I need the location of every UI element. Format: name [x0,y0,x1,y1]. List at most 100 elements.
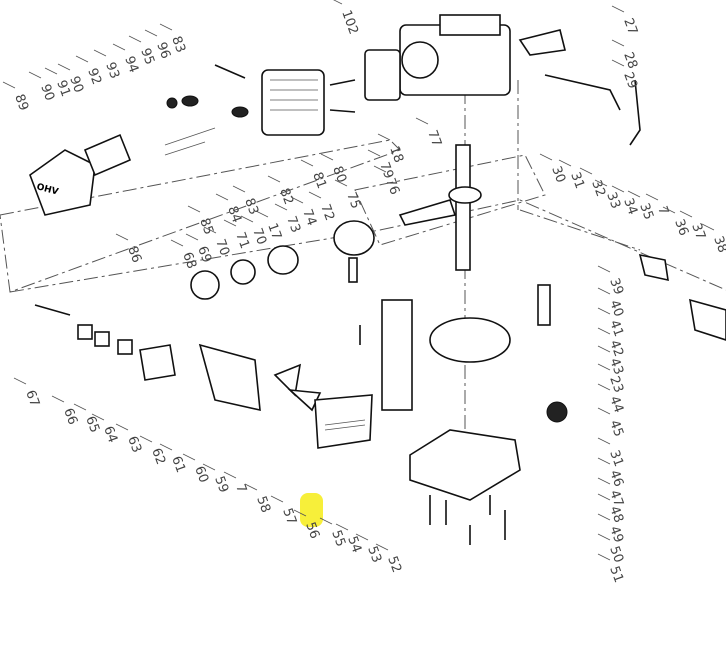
part-label-52: 52 [384,554,404,575]
leader-line [597,457,611,465]
part-label-61: 61 [168,454,188,475]
part-label-40: 40 [606,298,626,319]
part-label-69: 69 [194,244,214,265]
part-label-79: 79 [376,160,396,181]
leader-line [223,471,237,479]
leader-line [159,23,173,31]
part-label-55: 55 [328,528,348,549]
leader-line [215,193,229,201]
leader-line [334,179,348,187]
air-filter-cover [314,394,373,449]
leader-line [139,435,153,443]
leader-line [558,159,572,167]
crankshaft [398,144,482,271]
leader-line [93,49,107,57]
part-label-59: 59 [211,474,231,495]
part-label-32: 32 [588,178,608,199]
part-label-50: 50 [606,544,626,565]
cover-grille [324,419,366,431]
leader-line [597,345,611,353]
leader-line [274,203,288,211]
part-label-38: 38 [710,234,726,255]
part-label-46: 46 [606,468,626,489]
throttle-rod [544,74,621,111]
leader-line [611,5,625,13]
part-label-45: 45 [606,418,626,439]
part-label-67: 67 [22,388,42,409]
leader-line [333,0,343,5]
part-label-29: 29 [620,70,640,91]
leader-line [182,453,196,461]
part-label-27: 27 [620,16,640,37]
leader-line [597,407,611,415]
air-filter-element [273,363,302,397]
control-plate [689,298,726,341]
part-label-82: 82 [276,186,296,207]
leader-line [579,167,593,175]
part-label-81: 81 [309,170,329,191]
carburetor [139,344,176,381]
gasket [77,324,93,340]
bracket [518,29,566,56]
part-label-60: 60 [191,464,211,485]
part-label-53: 53 [364,544,384,565]
part-label-57: 57 [279,506,299,527]
highlight-marker [300,493,323,527]
leader-line [115,423,129,431]
leader-line [597,533,611,541]
valve-spring [181,95,199,107]
part-label-39: 39 [606,276,626,297]
leader-line [240,215,254,223]
part-label-37: 37 [688,221,708,242]
valves [329,79,356,113]
part-label-7: 7 [654,204,671,217]
leader-line [597,287,611,295]
leader-line [255,210,269,218]
leader-line [320,153,334,161]
crankcase-cover [381,284,568,501]
part-label-94: 94 [121,54,141,75]
part-label-28: 28 [620,50,640,71]
part-label-92: 92 [84,66,104,87]
leader-line [597,437,611,445]
part-label-62: 62 [148,446,168,467]
part-label-96: 96 [153,40,173,61]
leader-line [597,553,611,561]
leader-line [662,206,676,214]
leader-line [373,165,387,173]
leader-line [203,226,217,234]
part-label-51: 51 [606,564,626,585]
insulator [94,331,110,347]
part-label-64: 64 [100,424,120,445]
leader-line [267,175,281,183]
part-label-54: 54 [344,534,364,555]
leader-line [115,233,129,241]
leader-line [597,493,611,501]
part-label-70: 70 [249,226,269,247]
leader-line [57,63,71,71]
leader-line [270,495,284,503]
part-label-80: 80 [329,164,349,185]
leader-line [355,533,369,541]
part-label-75: 75 [343,190,363,211]
leader-line [415,117,429,125]
leader-line [367,149,381,157]
leader-line [51,395,65,403]
leader-line [185,233,199,241]
leader-line [244,483,258,491]
piston-ring [190,270,220,300]
piston-ring [230,259,256,285]
spark-plug [214,64,246,79]
leader-line [539,153,553,161]
part-label-70: 70 [212,237,232,258]
piston-ring [267,245,299,275]
leader-line [44,67,58,75]
part-label-42: 42 [606,338,626,359]
leader-line [611,59,625,67]
part-label-33: 33 [603,190,623,211]
part-label-35: 35 [636,201,656,222]
leader-line [335,523,349,531]
part-label-63: 63 [124,434,144,455]
